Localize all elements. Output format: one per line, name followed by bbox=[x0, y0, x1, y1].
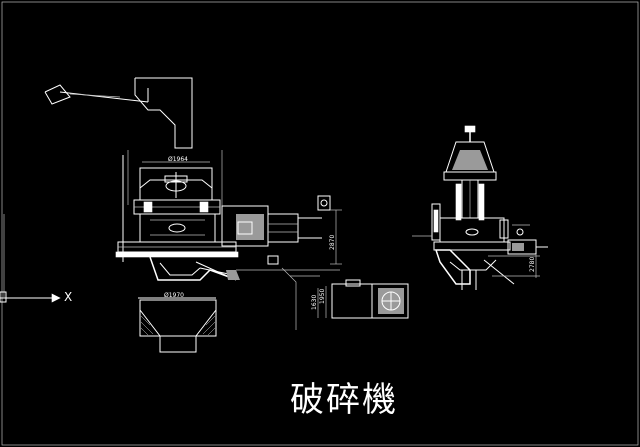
dim-motor-height: 1630 bbox=[311, 295, 318, 310]
x-axis-label: X bbox=[64, 290, 73, 304]
motor-detail-view: 1630 1950 bbox=[311, 279, 409, 319]
dim-top-width: Ø1964 bbox=[168, 156, 188, 163]
dim-motor-width: 1950 bbox=[319, 289, 326, 304]
drawing-title: 破碎機 bbox=[290, 380, 398, 420]
dim-right-height: 2870 bbox=[329, 235, 336, 250]
dim-side-height: 2780 bbox=[529, 257, 536, 272]
ucs-icon bbox=[0, 214, 61, 303]
crusher-side-view: 2780 bbox=[412, 125, 548, 290]
crusher-main-view: Ø1964 bbox=[44, 77, 342, 353]
dim-bottom-width: Ø1970 bbox=[164, 292, 184, 299]
